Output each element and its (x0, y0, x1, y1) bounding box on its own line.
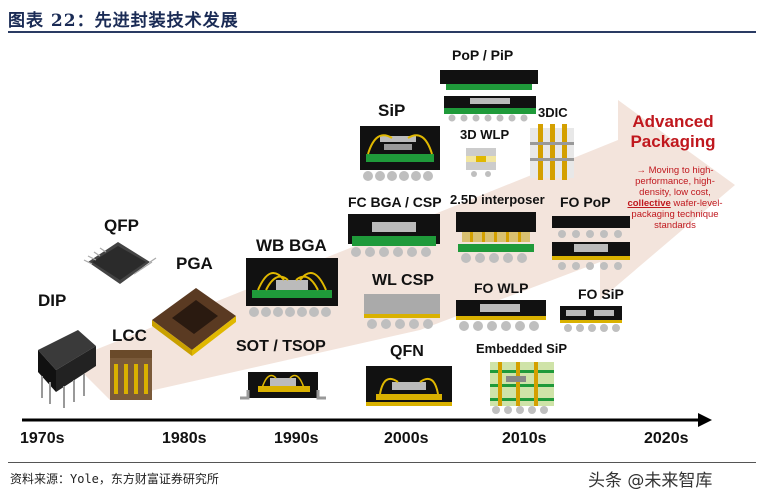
decade-2010s: 2010s (502, 430, 547, 447)
label-dic-3d: 3DIC (538, 105, 568, 120)
label-fc-bga-csp: FC BGA / CSP (348, 194, 442, 210)
source-divider (8, 462, 756, 463)
label-pop-pip: PoP / PiP (452, 47, 514, 63)
decade-1990s: 1990s (274, 430, 319, 447)
source-note: 资料来源：Yole，东方财富证券研究所 (10, 472, 219, 486)
decade-1970s: 1970s (20, 430, 65, 447)
dic-3d-package-icon (530, 124, 574, 180)
watermark: 头条 @未来智库 (588, 471, 713, 491)
pop-pip-package-icon (440, 70, 538, 122)
label-dip: DIP (38, 291, 67, 310)
label-interposer-25d: 2.5D interposer (450, 192, 545, 207)
label-wl-csp: WL CSP (372, 272, 434, 289)
interposer-25d-package-icon (456, 212, 536, 263)
figure-title: 图表 22：先进封装技术发展 (8, 11, 239, 31)
advanced-title-line1: Advanced (632, 112, 714, 131)
title-divider (8, 31, 756, 33)
embedded-sip-package-icon (490, 362, 554, 414)
fc-bga-csp-package-icon (348, 214, 440, 257)
advanced-title-line2: Packaging (630, 132, 716, 151)
label-fo-wlp: FO WLP (474, 280, 529, 296)
advanced-packaging-title: Advanced Packaging (628, 112, 718, 152)
label-fo-pop: FO PoP (560, 194, 611, 210)
label-sot-tsop: SOT / TSOP (236, 338, 326, 355)
wlp-3d-package-icon (466, 148, 496, 177)
lcc-package-icon (110, 350, 152, 400)
label-pga: PGA (176, 254, 213, 273)
sip-package-icon (360, 126, 440, 181)
advanced-packaging-description: → Moving to high-performance, high-densi… (622, 165, 728, 231)
advanced-desc-em: collective (627, 198, 671, 209)
decade-2020s: 2020s (644, 430, 689, 447)
label-qfp: QFP (104, 216, 139, 235)
fo-sip-package-icon (560, 306, 622, 332)
timeline-arrowhead (698, 413, 712, 427)
pga-package-icon (152, 288, 236, 356)
advanced-desc-post: wafer-level-packaging technique standard… (631, 198, 723, 231)
wl-csp-package-icon (364, 294, 440, 329)
dip-package-icon (38, 330, 96, 408)
qfp-package-icon (83, 242, 157, 284)
qfn-package-icon (366, 366, 452, 406)
wb-bga-package-icon (246, 258, 338, 317)
label-fo-sip: FO SiP (578, 286, 624, 302)
label-qfn: QFN (390, 343, 424, 360)
label-lcc: LCC (112, 326, 147, 345)
label-wlp-3d: 3D WLP (460, 127, 510, 142)
decade-2000s: 2000s (384, 430, 429, 447)
label-embedded-sip: Embedded SiP (476, 341, 568, 356)
fo-pop-package-icon (552, 216, 630, 270)
label-wb-bga: WB BGA (256, 236, 327, 255)
decade-1980s: 1980s (162, 430, 207, 447)
advanced-desc-pre: → Moving to high-performance, high-densi… (635, 165, 715, 198)
sot-tsop-package-icon (240, 372, 326, 400)
fo-wlp-package-icon (456, 300, 546, 331)
label-sip: SiP (378, 101, 406, 120)
